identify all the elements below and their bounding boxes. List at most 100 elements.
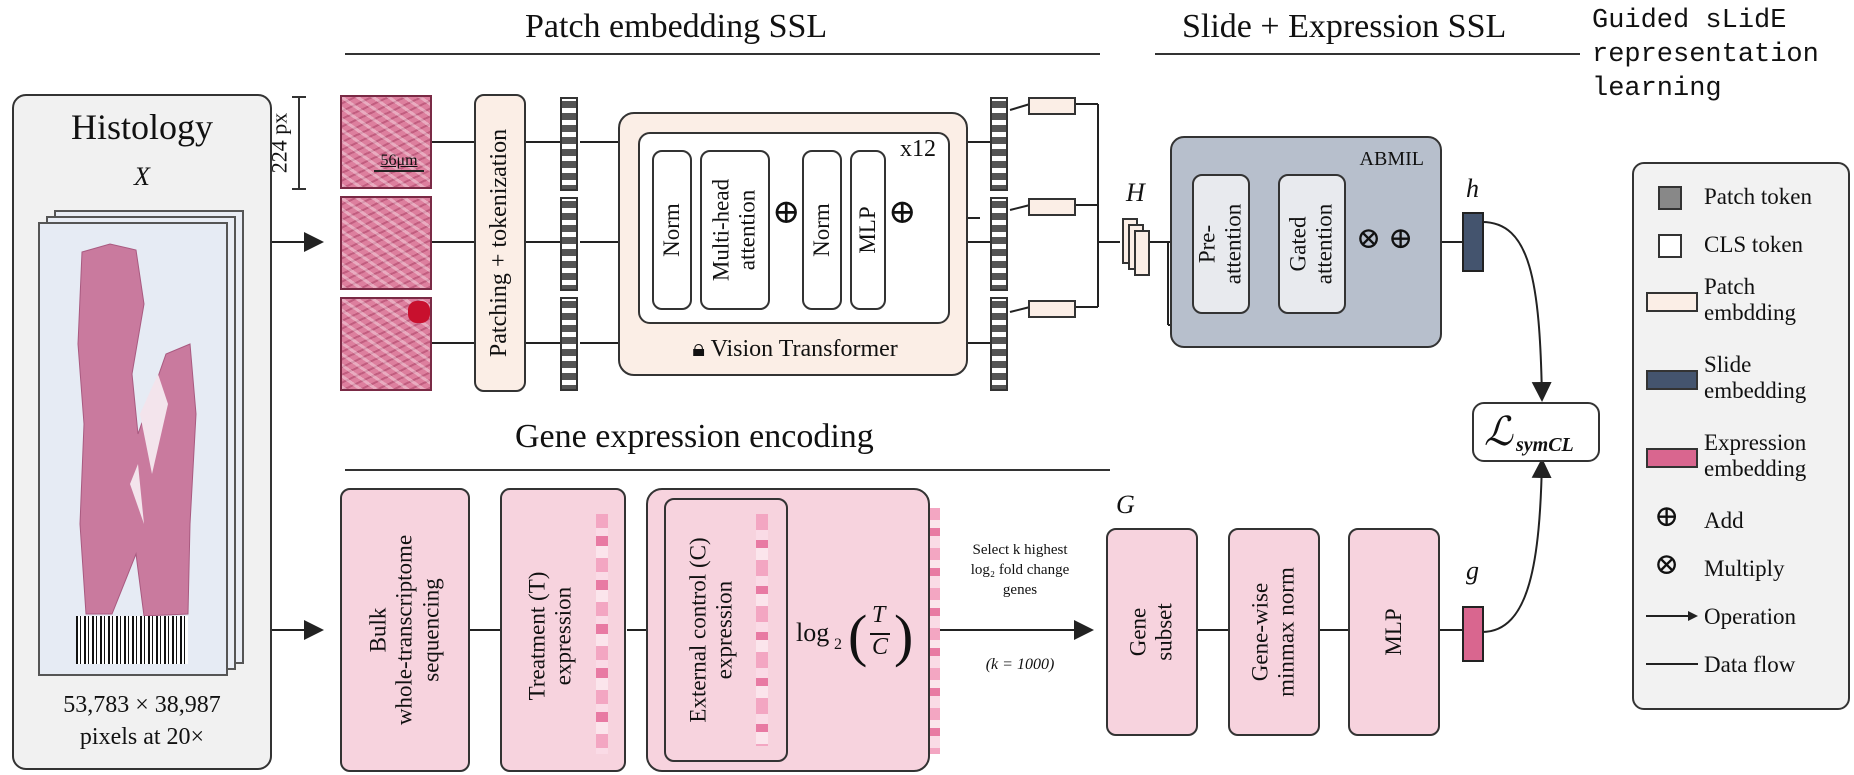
patch-tile-2 [340, 196, 432, 290]
legend-label-patch-embedding: Patch embdding [1704, 274, 1796, 326]
histology-panel: Histology X 53,783 × 38,987 pixels at 20… [12, 94, 272, 770]
vit-mlp-box: MLP [850, 150, 886, 310]
histology-caption-line1: 53,783 × 38,987 [63, 692, 221, 718]
token-column-out-1 [990, 97, 1008, 191]
expression-embedding-symbol: g [1466, 556, 1479, 585]
tissue-section-image [77, 243, 197, 617]
fraction-denominator: C [872, 634, 889, 660]
scale-bar-label: 56μm [374, 152, 424, 172]
treatment-expression-box: Treatment (T) expression [500, 488, 626, 772]
log-base: 2 [834, 636, 842, 653]
expression-embedding-icon [1646, 448, 1698, 468]
abmil-title: ABMIL [1359, 148, 1424, 170]
slide-expression-title: Slide + Expression SSL [1182, 8, 1507, 45]
selection-line1: Select k highest [972, 542, 1068, 558]
legend-panel: Patch token CLS token Patch embdding Sli… [1632, 162, 1850, 710]
gated-attention-box: Gated attention [1278, 174, 1346, 314]
token-column-in-2 [560, 197, 578, 291]
token-column-in-1 [560, 97, 578, 191]
bulk-sequencing-box: Bulk whole-transcriptome sequencing [340, 488, 470, 772]
h-stack-label: H [1126, 178, 1145, 207]
legend-label-slide-embedding: Slide embedding [1704, 352, 1807, 404]
treatment-label-wrap: Treatment (T) expression [520, 516, 582, 756]
norm-label-1: Norm [658, 203, 684, 257]
token-column-out-2 [990, 197, 1008, 291]
patch-tile-1: 56μm [340, 95, 432, 189]
barcode-icon [76, 616, 188, 664]
multi-head-attention-label: Multi-head attention [708, 178, 760, 282]
token-column-in-3 [560, 297, 578, 391]
patch-size-bracket-bottom [292, 188, 306, 190]
add-icon-vit-1: ⊕ [772, 194, 801, 231]
patch-tile-3 [340, 297, 432, 391]
corner-note: Guided sLidE representation learning [1592, 6, 1819, 104]
gene-subset-box: Gene subset [1106, 528, 1198, 736]
vision-transformer-box: x12 Norm Multi-head attention ⊕ Norm MLP… [618, 112, 968, 376]
vit-mlp-label: MLP [854, 206, 880, 254]
multi-head-attention-box: Multi-head attention [700, 150, 770, 310]
gene-expression-title: Gene expression encoding [515, 418, 874, 455]
vision-transformer-label: Vision Transformer [710, 336, 898, 362]
treatment-vector [596, 514, 608, 754]
loss-subscript: symCL [1516, 434, 1574, 456]
selection-description: Select k highest log₂ fold change genes [950, 540, 1090, 600]
bulk-sequencing-label: Bulk whole-transcriptome sequencing [365, 534, 444, 726]
patching-tokenization-box: Patching + tokenization [474, 94, 526, 392]
gated-attention-label: Gated attention [1285, 203, 1337, 285]
fold-change-box: External control (C) expression log 2 ( … [646, 488, 930, 772]
patch-size-bracket-top [292, 96, 306, 98]
treatment-expression-label: Treatment (T) expression [524, 571, 576, 701]
left-paren: ( [848, 603, 868, 668]
histology-title: Histology [70, 107, 213, 147]
pre-attention-label: Pre- attention [1194, 203, 1246, 285]
add-icon-vit-2: ⊕ [888, 194, 917, 231]
patch-size-bracket [298, 96, 300, 190]
add-icon: ⊕ [1654, 500, 1680, 533]
cls-token-icon [1658, 234, 1682, 258]
pre-attention-box: Pre- attention [1192, 174, 1250, 314]
slide-embedding-symbol: h [1466, 174, 1479, 203]
patch-token-icon [1658, 186, 1682, 210]
patching-tokenization-label: Patching + tokenization [486, 128, 513, 358]
gene-subset-symbol: G [1116, 490, 1135, 519]
operation-arrow-icon [1646, 611, 1698, 621]
symcl-loss-box: ℒ symCL [1472, 402, 1600, 462]
patch-embedding-title: Patch embedding SSL [525, 8, 828, 45]
add-icon-abmil: ⊕ [1388, 222, 1414, 255]
norm-box-1: Norm [652, 150, 692, 310]
expression-embedding-bar [1462, 606, 1484, 662]
patch-embedding-3 [1028, 300, 1076, 318]
legend-label-operation: Operation [1704, 604, 1796, 629]
fraction-bar [870, 633, 890, 635]
minmax-norm-label: Gene-wise minmax norm [1247, 567, 1299, 697]
slide-embedding-bar [1462, 212, 1484, 272]
norm-label-2: Norm [808, 203, 834, 257]
red-spot [408, 301, 430, 323]
token-column-out-3 [990, 297, 1008, 391]
control-expression-label: External control (C) expression [685, 537, 737, 723]
patch-size-label-wrap: 224 px [264, 96, 294, 190]
patch-embedding-1 [1028, 97, 1076, 115]
control-expression-box: External control (C) expression [664, 498, 788, 762]
control-vector [756, 514, 768, 746]
whole-slide-image [38, 222, 228, 676]
histology-symbol: X [134, 162, 150, 191]
patch-embedding-2 [1028, 198, 1076, 216]
abmil-box: ABMIL Pre- attention Gated attention ⊗ ⊕ [1170, 136, 1442, 348]
h-stack-layer-3 [1134, 230, 1150, 276]
vit-repeat-label: x12 [900, 136, 936, 162]
data-flow-line-icon [1646, 663, 1698, 665]
histology-caption-line2: pixels at 20× [79, 724, 205, 750]
lock-icon: 🔒︎ [692, 336, 705, 362]
multiply-icon: ⊗ [1654, 548, 1680, 581]
legend-label-multiply: Multiply [1704, 556, 1785, 581]
loss-symbol: ℒ [1484, 409, 1513, 454]
gene-mlp-box: MLP [1348, 528, 1440, 736]
log-ratio: log 2 ( T C ) [790, 602, 930, 668]
patch-embedding-icon [1646, 292, 1698, 312]
selection-line2: log₂ fold change [970, 562, 1070, 578]
fraction-numerator: T [872, 602, 886, 628]
control-label-wrap: External control (C) expression [674, 512, 750, 748]
right-paren: ) [894, 603, 914, 668]
legend-label-add: Add [1704, 508, 1744, 533]
